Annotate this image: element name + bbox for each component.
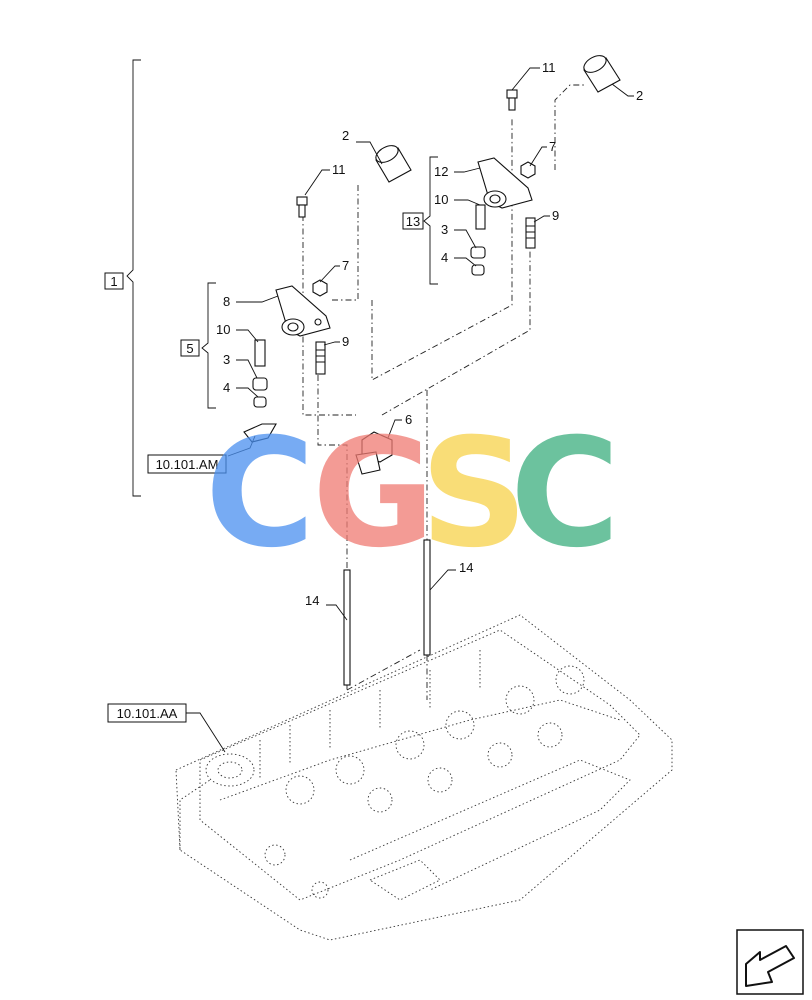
callout-4-right: 4 bbox=[441, 250, 448, 265]
callout-14-left: 14 bbox=[305, 593, 319, 608]
callout-3-left: 3 bbox=[223, 352, 230, 367]
cylinder-head bbox=[175, 614, 673, 941]
callout-2-left: 2 bbox=[342, 128, 349, 143]
callout-10-right: 10 bbox=[434, 192, 448, 207]
push-rods-14 bbox=[343, 539, 431, 686]
ref-link-am[interactable]: 10.101.AM bbox=[156, 457, 219, 472]
callout-3-right: 3 bbox=[441, 222, 448, 237]
left-cap-4 bbox=[253, 396, 267, 408]
callout-14-right: 14 bbox=[459, 560, 473, 575]
left-cap-3 bbox=[252, 377, 268, 391]
callout-10-left: 10 bbox=[216, 322, 230, 337]
ref-link-aa[interactable]: 10.101.AA bbox=[117, 706, 178, 721]
left-nut-7 bbox=[312, 279, 328, 297]
gasket-piece bbox=[243, 423, 277, 443]
callout-9-left: 9 bbox=[342, 334, 349, 349]
right-bolt-11 bbox=[506, 89, 518, 111]
callout-13: 13 bbox=[406, 214, 420, 229]
right-cap-4 bbox=[471, 264, 485, 276]
callout-8: 8 bbox=[223, 294, 230, 309]
callout-11-left: 11 bbox=[332, 162, 346, 177]
callout-9-right: 9 bbox=[552, 208, 559, 223]
callout-11-right: 11 bbox=[542, 60, 556, 75]
leader-lines bbox=[186, 67, 634, 753]
ref-box-aa[interactable] bbox=[107, 703, 187, 723]
callout-6: 6 bbox=[405, 412, 412, 427]
right-adjust-screw-9 bbox=[525, 217, 536, 249]
callout-12: 12 bbox=[434, 164, 448, 179]
callout-2-right: 2 bbox=[636, 88, 643, 103]
left-rocker-arm-8 bbox=[275, 285, 331, 337]
callout-box-5 bbox=[180, 339, 200, 357]
ref-box-am[interactable] bbox=[147, 454, 227, 474]
watermark-letter-1: C bbox=[205, 407, 315, 581]
callout-4-left: 4 bbox=[223, 380, 230, 395]
callout-box-13 bbox=[402, 212, 424, 230]
left-pin-10 bbox=[254, 339, 266, 367]
right-pin-10 bbox=[475, 204, 486, 230]
group-5-brace bbox=[201, 282, 216, 409]
watermark-letter-2: G bbox=[312, 407, 435, 581]
watermark-letter-4: C bbox=[510, 407, 620, 581]
callout-7-right: 7 bbox=[549, 139, 556, 154]
right-nut-7 bbox=[520, 161, 536, 179]
right-cap-3 bbox=[470, 246, 486, 259]
watermark-letter-3: S bbox=[420, 407, 528, 581]
left-adjust-screw-9 bbox=[315, 341, 326, 375]
next-page-arrow-icon[interactable] bbox=[736, 929, 804, 995]
right-shaft-2 bbox=[583, 55, 621, 93]
group-13-brace bbox=[423, 156, 438, 285]
callout-box-1 bbox=[104, 272, 124, 290]
watermark: C G S C bbox=[205, 407, 620, 581]
callout-1: 1 bbox=[110, 274, 117, 289]
group-1-brace bbox=[126, 59, 141, 497]
left-shaft-2 bbox=[375, 145, 412, 183]
left-bolt-11 bbox=[296, 196, 308, 218]
assembly-centerlines bbox=[302, 84, 585, 700]
bracket-6 bbox=[355, 431, 393, 475]
callout-7-left: 7 bbox=[342, 258, 349, 273]
callout-5: 5 bbox=[186, 341, 193, 356]
right-rocker-arm-12 bbox=[477, 157, 533, 209]
